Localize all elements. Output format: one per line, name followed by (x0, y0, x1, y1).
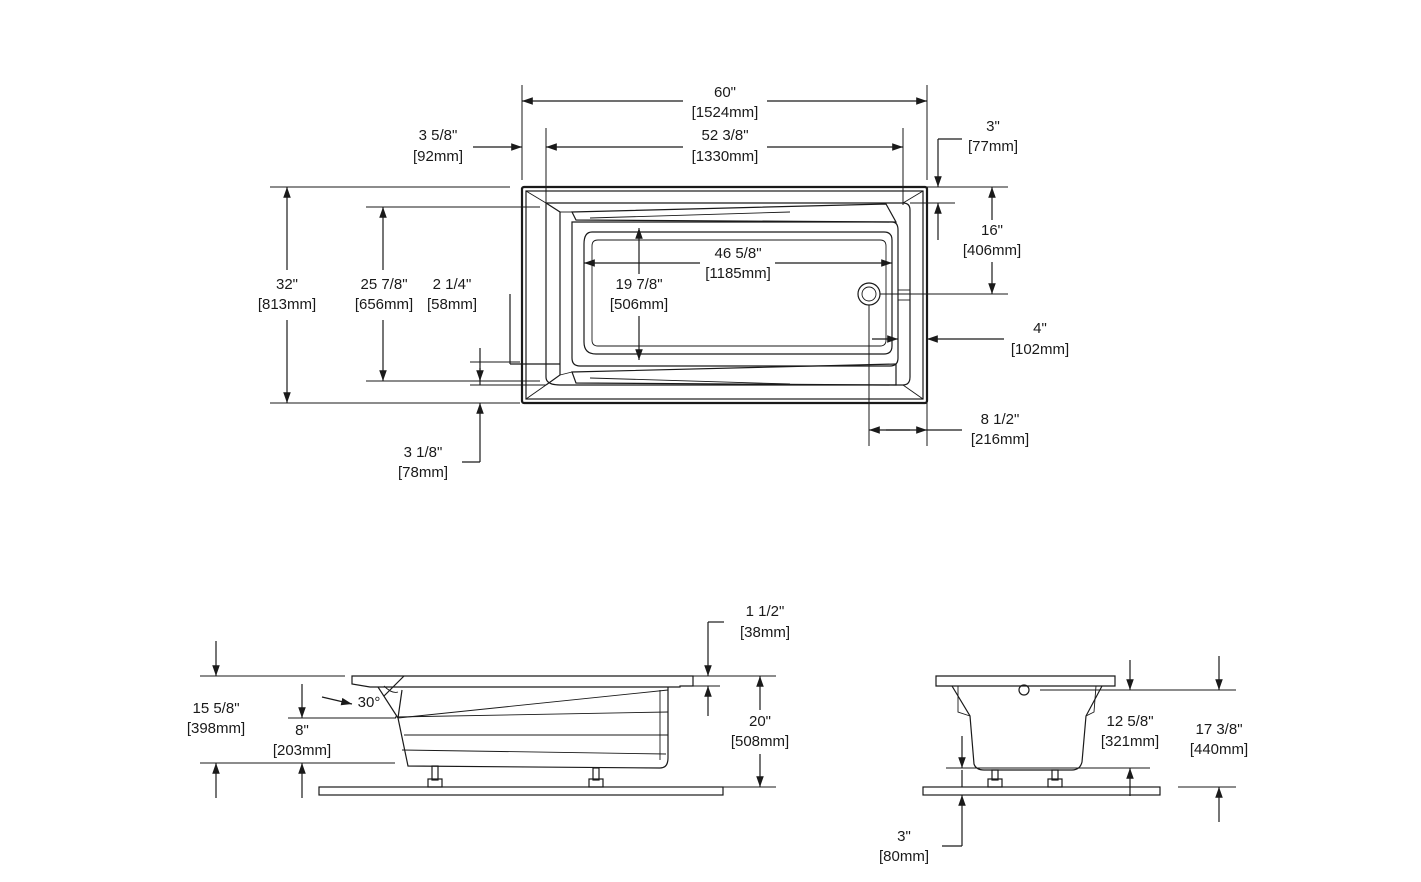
end-legs (987, 769, 1063, 788)
dim-basin-length: 46 5/8" [1185mm] (584, 245, 892, 282)
interior-width-mm: [656mm] (355, 296, 413, 313)
left-offset-mm: [58mm] (427, 296, 477, 313)
dim-drain-from-end: 8 1/2" [216mm] (868, 305, 1029, 448)
tub-end-outline (922, 675, 1161, 796)
left-offset-in: 2 1/4" (433, 276, 472, 293)
overall-height-in: 15 5/8" (192, 700, 239, 717)
interior-depth-in: 12 5/8" (1106, 713, 1153, 730)
rim-thickness-mm: [38mm] (740, 624, 790, 641)
bottom-rim-in: 3 1/8" (404, 444, 443, 461)
drain-icon (857, 282, 881, 306)
leg-height-in: 3" (897, 828, 911, 845)
dim-rim-left: 3 5/8" [92mm] (413, 127, 590, 165)
overall-height-mm: [398mm] (187, 720, 245, 737)
backrest-height-mm: [203mm] (273, 742, 331, 759)
height-with-apron-mm: [508mm] (731, 733, 789, 750)
interior-width-in: 25 7/8" (360, 276, 407, 293)
drain-from-end-in: 8 1/2" (981, 411, 1020, 428)
end-view: 12 5/8" [321mm] 17 3/8" [440mm] 3" [80mm… (879, 656, 1248, 865)
leg-height-mm: [80mm] (879, 848, 929, 865)
basin-length-in: 46 5/8" (714, 245, 761, 262)
dim-leg-height: 3" [80mm] (879, 770, 966, 865)
backrest-height-in: 8" (295, 722, 309, 739)
dim-rim-top: 3" [77mm] (910, 118, 1018, 240)
overall-length-mm: [1524mm] (692, 104, 759, 121)
dim-overall-width: 32" [813mm] (258, 186, 520, 404)
basin-width-in: 19 7/8" (615, 276, 662, 293)
dim-backrest-angle: 30° (321, 675, 405, 711)
right-rim-in: 4" (1033, 320, 1047, 337)
interior-rim-length-mm: [1330mm] (692, 148, 759, 165)
side-legs (427, 765, 604, 788)
rim-left-in: 3 5/8" (419, 127, 458, 144)
rim-top-in: 3" (986, 118, 1000, 135)
dim-backrest-height: 8" [203mm] (273, 684, 396, 798)
dim-interior-width: 25 7/8" [656mm] (355, 206, 540, 382)
dim-overall-height: 15 5/8" [398mm] (187, 641, 395, 798)
rim-top-mm: [77mm] (968, 138, 1018, 155)
basin-length-mm: [1185mm] (705, 265, 771, 282)
drain-from-top-in: 16" (981, 222, 1003, 239)
total-depth-in: 17 3/8" (1195, 721, 1242, 738)
bottom-rim-mm: [78mm] (398, 464, 448, 481)
dim-interior-depth: 12 5/8" [321mm] (946, 660, 1190, 796)
rim-thickness-in: 1 1/2" (746, 603, 785, 620)
overall-width-mm: [813mm] (258, 296, 316, 313)
backrest-angle-label: 30° (358, 694, 381, 711)
dim-bottom-rim: 3 1/8" [78mm] (398, 368, 546, 481)
drain-from-top-mm: [406mm] (963, 242, 1021, 259)
rim-left-mm: [92mm] (413, 148, 463, 165)
dim-left-offset: 2 1/4" [58mm] (427, 276, 560, 381)
overall-length-in: 60" (714, 84, 736, 101)
tub-side-outline (318, 675, 724, 796)
interior-rim-length-in: 52 3/8" (701, 127, 748, 144)
dim-total-depth: 17 3/8" [440mm] (1100, 656, 1248, 822)
overall-width-in: 32" (276, 276, 298, 293)
top-view: 60" [1524mm] 3 5/8" [92mm] 52 3/8" [1330… (258, 84, 1069, 481)
dim-basin-width: 19 7/8" [506mm] (610, 228, 668, 360)
dim-interior-rim-length: 52 3/8" [1330mm] (545, 127, 904, 205)
basin-width-mm: [506mm] (610, 296, 668, 313)
side-view: 1 1/2" [38mm] 20" [508mm] 15 5/8" [398mm… (187, 603, 790, 798)
tub-plan-outline (520, 185, 929, 405)
dim-rim-thickness: 1 1/2" [38mm] (693, 603, 790, 716)
interior-depth-mm: [321mm] (1101, 733, 1159, 750)
dim-right-rim: 4" [102mm] (872, 320, 1069, 358)
dim-drain-from-top: 16" [406mm] (880, 187, 1021, 295)
dim-height-with-apron: 20" [508mm] (723, 676, 789, 788)
height-with-apron-in: 20" (749, 713, 771, 730)
right-rim-mm: [102mm] (1011, 341, 1069, 358)
total-depth-mm: [440mm] (1190, 741, 1248, 758)
dim-overall-length: 60" [1524mm] (521, 84, 928, 180)
drain-from-end-mm: [216mm] (971, 431, 1029, 448)
